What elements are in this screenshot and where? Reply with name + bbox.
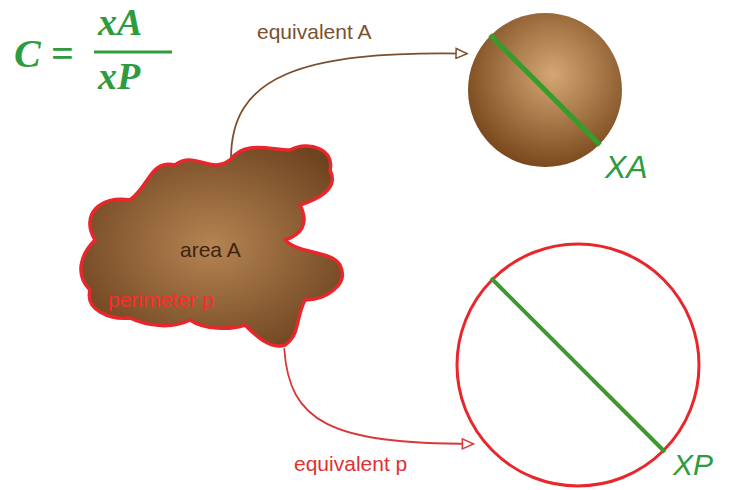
sphere-shape <box>468 13 622 167</box>
diameter-label: XP <box>673 448 713 481</box>
formula-numerator: xA <box>98 2 142 44</box>
area-equivalent-sphere: XA <box>467 12 623 168</box>
perimeter-equivalent-circle: XP <box>455 242 701 488</box>
diameter-label: XA <box>605 150 648 185</box>
edge-label: equivalent p <box>292 452 409 475</box>
diameter-line <box>491 278 665 452</box>
perimeter-label: perimeter p <box>108 288 214 311</box>
particle-outline <box>81 146 342 346</box>
node-outline <box>455 242 701 488</box>
area-label: area A <box>180 238 241 261</box>
curved-arrow <box>284 348 473 444</box>
curved-arrow <box>231 53 467 161</box>
circle-outline <box>457 244 699 486</box>
particle-shape: area A perimeter p <box>60 130 355 355</box>
node-outline <box>467 12 623 168</box>
formula-denominator: xP <box>98 56 140 98</box>
edge-label: equivalent A <box>255 20 373 43</box>
formula-symbol: C = <box>14 32 73 76</box>
diameter-line <box>490 35 600 145</box>
